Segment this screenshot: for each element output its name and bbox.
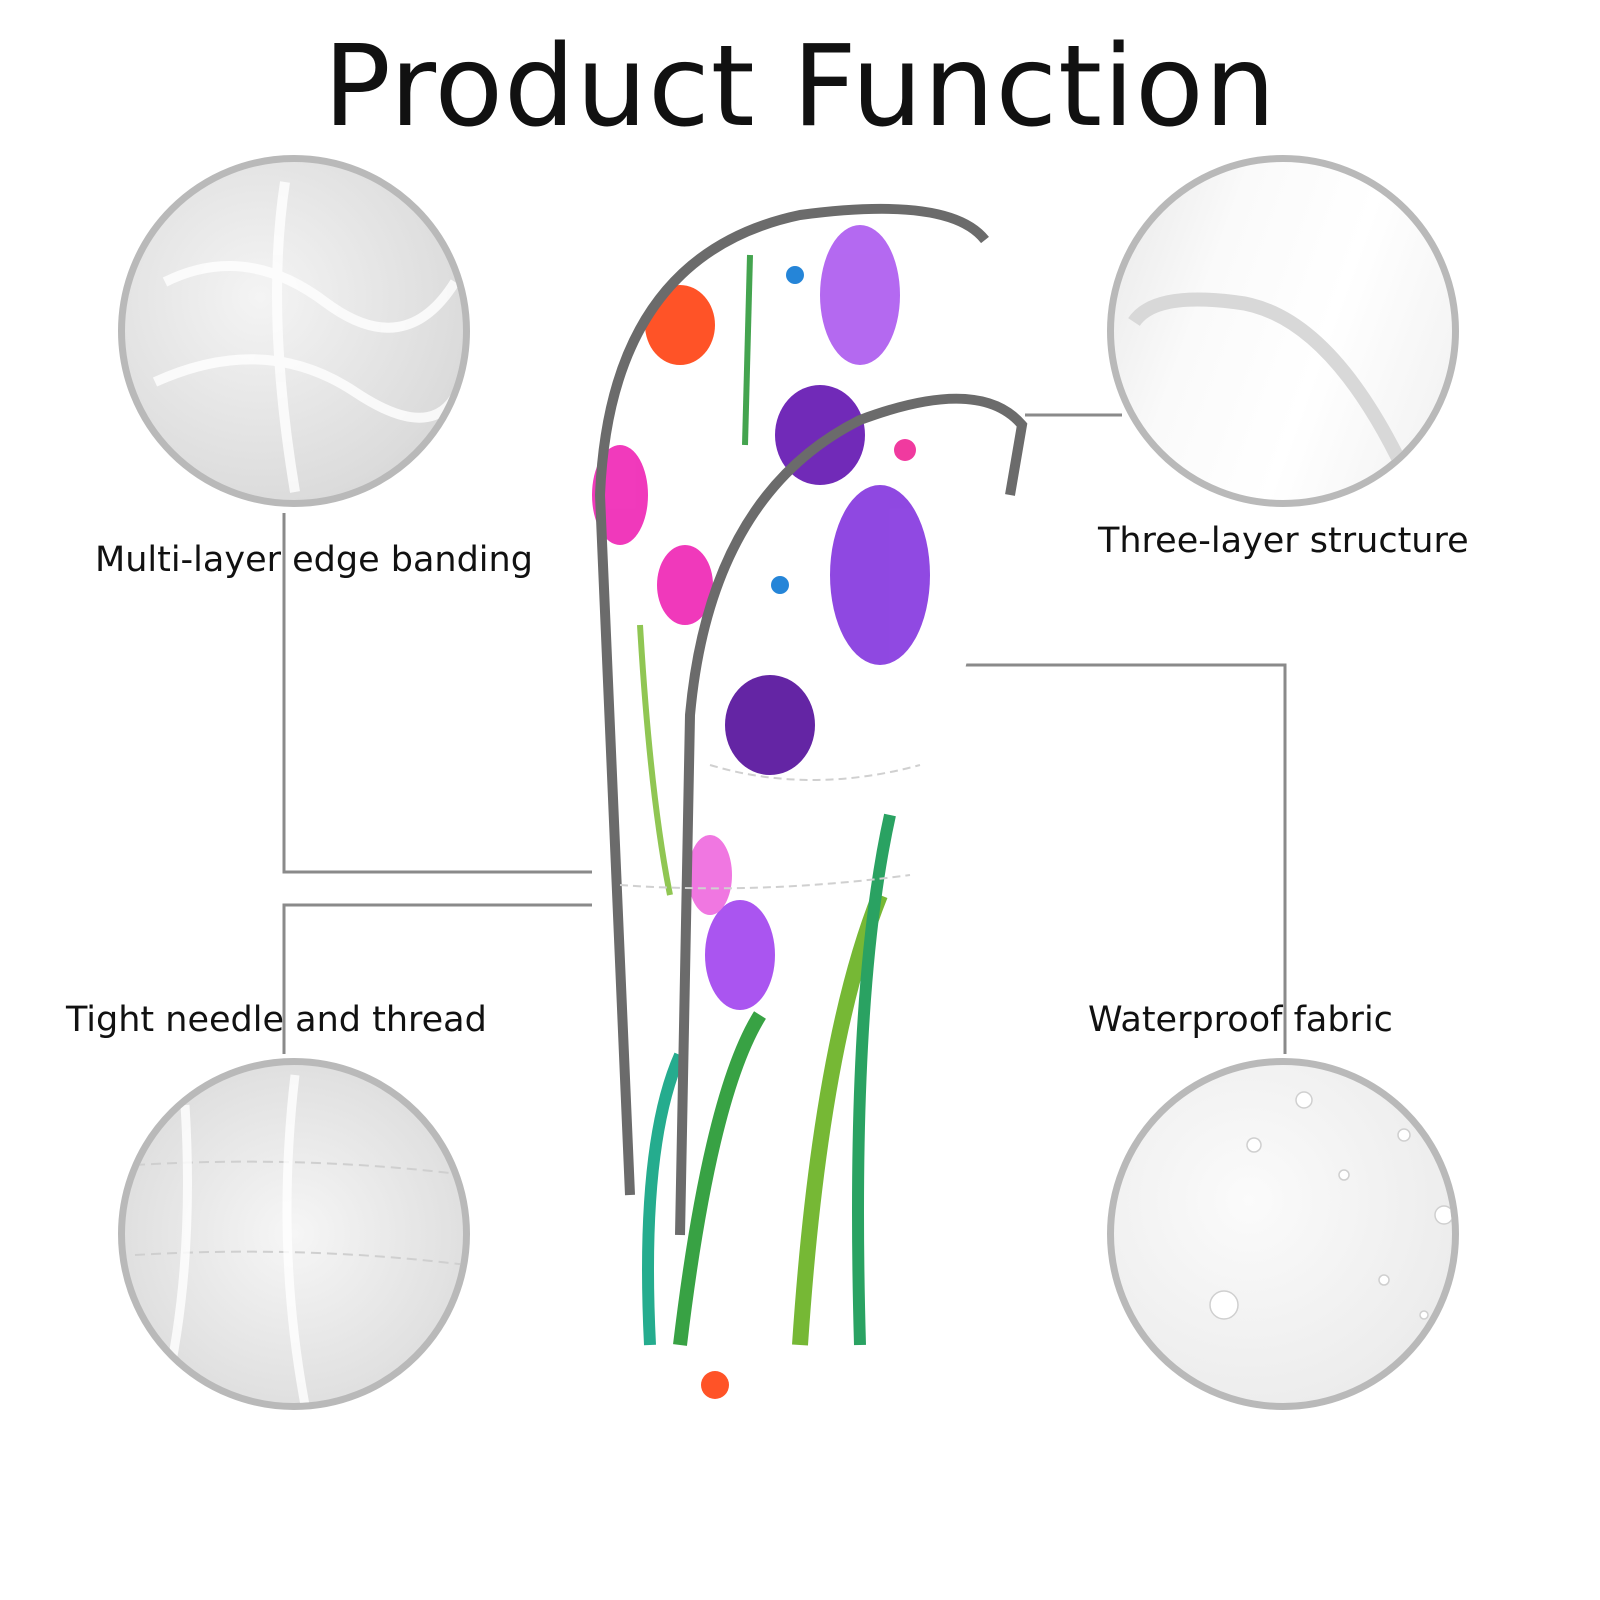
water-droplets-image [1209,1091,1452,1320]
feature-label-three-layer: Three-layer structure [1098,521,1469,561]
feature-label-waterproof: Waterproof fabric [1088,1000,1393,1040]
feature-label-edge-banding: Multi-layer edge banding [95,540,533,580]
stitch-image [134,1074,463,1403]
page-title: Product Function [323,22,1277,152]
detail-circle-waterproof [1107,1058,1459,1410]
fabric-wrinkle-image [152,181,463,493]
connector-waterproof [958,663,1287,1054]
feature-label-needle-thread: Tight needle and thread [66,1000,487,1040]
connector-needle-thread [282,903,592,1054]
connector-edge-banding [282,513,592,874]
outer-piping [594,203,989,1196]
floral-headcover-product-image [592,203,1028,1399]
detail-circle-three-layer [1107,155,1459,507]
detail-circle-stitching [118,1058,470,1410]
layer-edge-image [1128,292,1421,495]
inner-piping [675,393,1028,1236]
detail-circle-edge-banding [118,155,470,507]
floral-pattern [592,225,930,1399]
